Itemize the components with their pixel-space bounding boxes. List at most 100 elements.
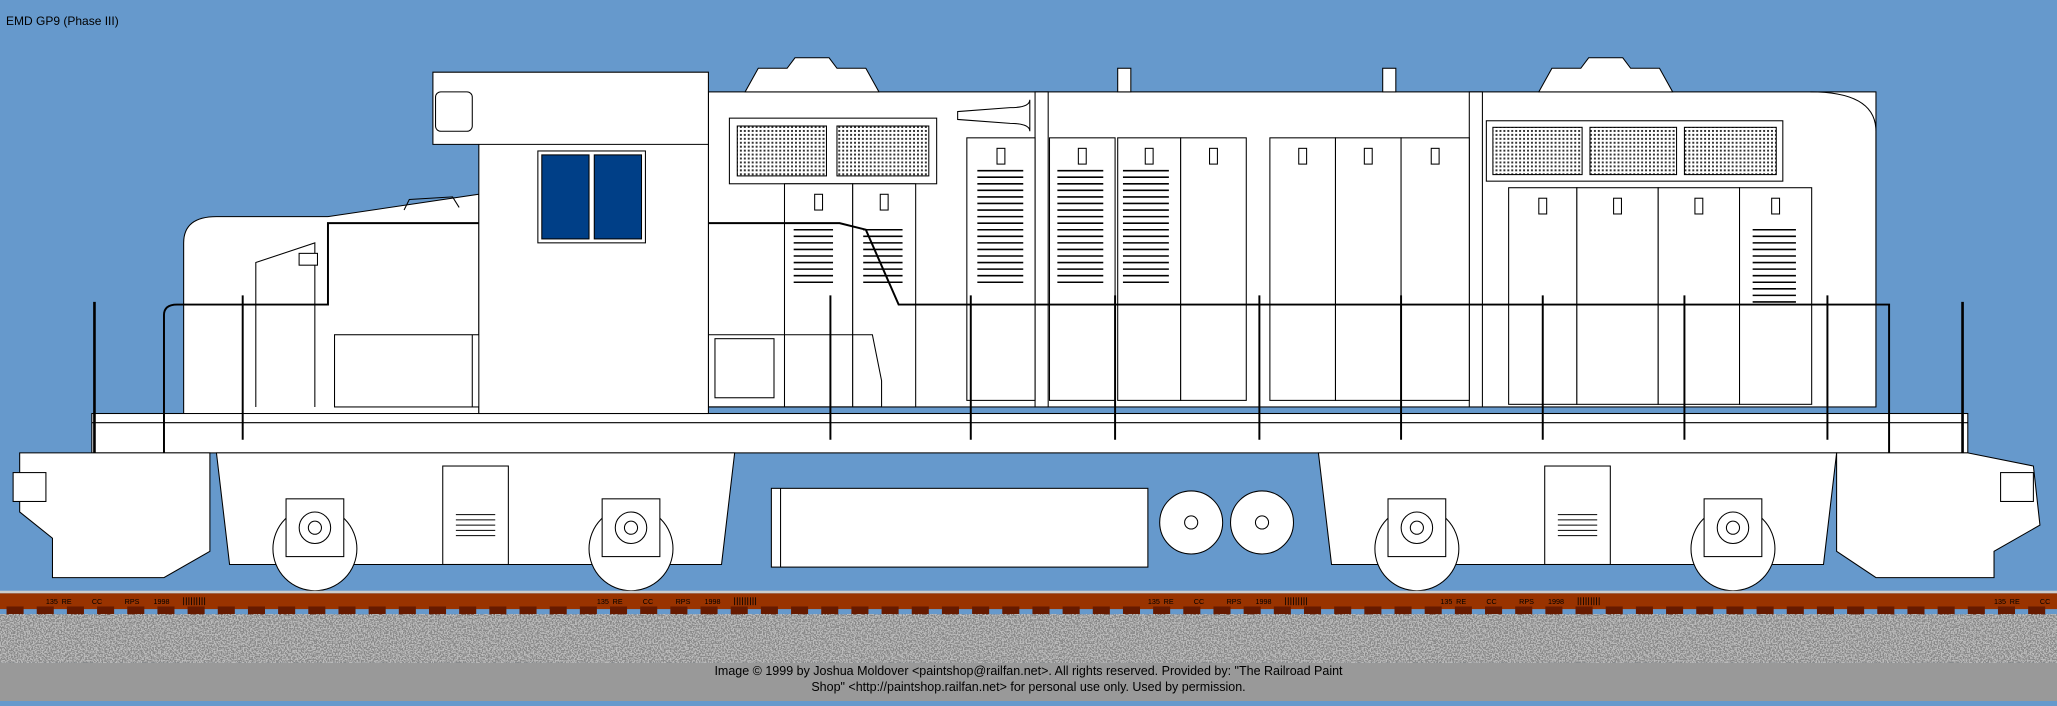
number-board-light: [298, 252, 318, 266]
rail-tie: [1575, 606, 1593, 617]
rail-stamp-process: CC: [1486, 597, 1496, 606]
radiator-fan: [744, 57, 880, 93]
truck: [215, 452, 736, 592]
rail-tie: [428, 606, 447, 617]
rail-track: 135 RE CC RPS 1998 135 RE CC RPS 1998 135 RE CC RPS 19…: [0, 590, 2057, 663]
rail-tie: [1756, 606, 1774, 617]
radiator-fan: [1537, 57, 1674, 93]
door-latch: [1077, 147, 1087, 165]
rail-tie: [821, 606, 839, 617]
rail-tie: [1273, 606, 1291, 617]
truck: [1317, 452, 1838, 592]
rail-tie: [489, 606, 507, 617]
door-latch: [1298, 147, 1308, 165]
door-latch: [1771, 197, 1781, 215]
rail-stamp-process: CC: [92, 597, 102, 606]
rail-tie: [187, 606, 205, 617]
rail-stamp-section: RE: [613, 597, 623, 606]
rail-tie: [1364, 606, 1382, 617]
hood-door: [1400, 137, 1470, 401]
rail-tie: [760, 606, 778, 617]
rail-stamp-year: 1998: [1548, 597, 1564, 606]
rail-stamp-process: CC: [1194, 597, 1204, 606]
door-latch: [1363, 147, 1373, 165]
rail-tie: [6, 606, 24, 617]
rail-tie: [1786, 606, 1804, 617]
hood-door: [1576, 187, 1659, 405]
rail-tie: [1605, 606, 1623, 617]
rail-tie: [1515, 606, 1533, 617]
rail-stamp-year: 1998: [704, 597, 720, 606]
rail-tie: [1937, 606, 1955, 617]
rail-tie: [1877, 606, 1895, 617]
rail-tie: [398, 606, 416, 617]
rear-coupler: [2000, 472, 2034, 502]
rail-tie: [1454, 606, 1472, 617]
rail-stamp-section: RE: [1164, 597, 1174, 606]
rail-tie: [247, 606, 265, 617]
page-title: EMD GP9 (Phase III): [6, 14, 119, 28]
rail-stamp-mill: RPS: [125, 597, 140, 606]
rail-tie: [2028, 606, 2046, 617]
horn: [957, 99, 1031, 132]
rail-tie: [127, 606, 145, 617]
rail-stamp-year: 1998: [153, 597, 169, 606]
rail-tie: [579, 606, 597, 617]
rail-stamp-weight: 135: [1440, 597, 1452, 606]
hood-door: [1334, 137, 1402, 401]
rail-tie: [1907, 606, 1925, 617]
rail-tie: [1183, 606, 1201, 617]
handrail: [162, 222, 1891, 453]
rail-tie: [881, 606, 899, 617]
rail-tie: [1122, 606, 1141, 617]
rail-stamp-process: CC: [2040, 597, 2050, 606]
rail-tie: [1334, 606, 1352, 617]
walkway-frame: [91, 412, 1969, 454]
rail-stamp-mill: RPS: [1227, 597, 1242, 606]
rail-tie: [157, 606, 175, 617]
door-latch: [1430, 147, 1440, 165]
hood-seam: [1468, 91, 1483, 408]
rail-tie: [278, 606, 296, 617]
rail-tie: [1485, 606, 1503, 617]
rail-tie: [1696, 606, 1714, 617]
access-plate: [714, 338, 775, 399]
rail-stamp-section: RE: [62, 597, 72, 606]
rail-stamp-weight: 135: [46, 597, 58, 606]
rail-tie: [1062, 606, 1080, 617]
cab-roof: [432, 71, 709, 145]
cab: [478, 93, 709, 415]
truck-bolster: [442, 465, 509, 566]
rail-tie: [1967, 606, 1985, 617]
hood-door: [1180, 137, 1247, 401]
hood-door: [783, 183, 854, 408]
rail-tie: [1002, 606, 1020, 617]
rail-tie: [700, 606, 718, 617]
rail-tie: [1635, 606, 1653, 617]
rail-tie: [610, 606, 628, 617]
copyright-line-2: Shop" <http://paintshop.railfan.net> for…: [811, 680, 1246, 694]
rail-tie: [1997, 606, 2016, 617]
rail: [0, 593, 2057, 610]
door-latch: [1613, 197, 1622, 215]
hood-door: [1269, 137, 1337, 401]
door-latch: [996, 147, 1006, 165]
rail-tie: [1816, 606, 1834, 617]
rail-stamp-mill: RPS: [1519, 597, 1534, 606]
rail-tie: [308, 606, 326, 617]
locomotive: [12, 57, 2041, 592]
copyright-footer: Image © 1999 by Joshua Moldover <paintsh…: [0, 663, 2057, 695]
grab-iron: [403, 196, 460, 211]
truck-bolster: [1544, 465, 1611, 566]
rail-tie: [1243, 606, 1261, 617]
cab-window: [541, 154, 590, 240]
hood-door: [852, 183, 917, 408]
door-latch: [814, 193, 824, 211]
rail-tie: [730, 606, 748, 617]
rail-tie: [36, 606, 54, 617]
rail-tie: [217, 606, 235, 617]
rail-tie: [1303, 606, 1322, 617]
rail-stamp-weight: 135: [597, 597, 609, 606]
